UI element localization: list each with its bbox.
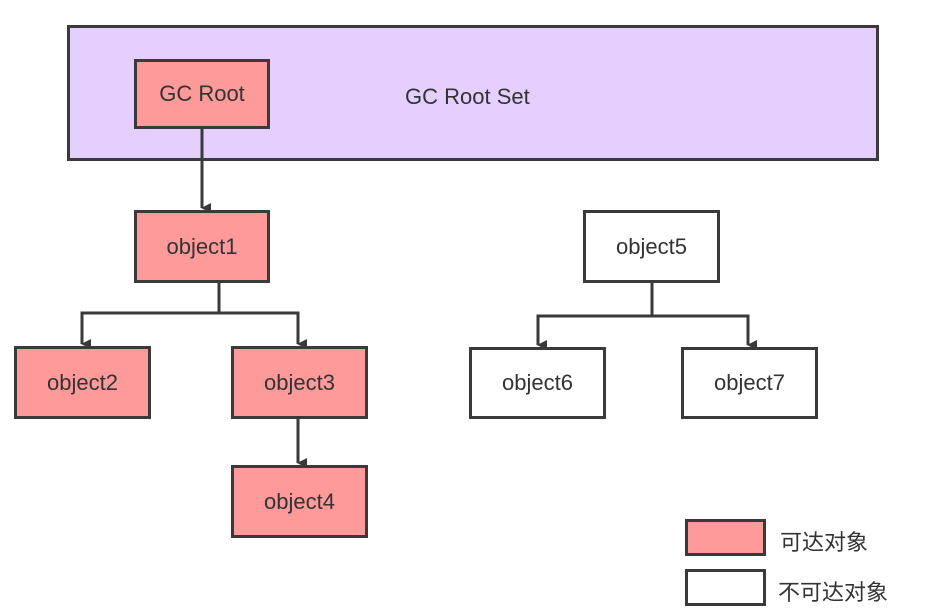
edge-object1-branch (80, 282, 221, 349)
gc-root-set-label: GC Root Set (405, 84, 530, 109)
node-object4: object4 (231, 465, 368, 538)
node-object5-label: object5 (616, 233, 687, 259)
node-object1-label: object1 (166, 233, 238, 259)
node-object7-label: object7 (714, 370, 785, 395)
node-object6-label: object6 (502, 370, 573, 395)
node-object2: object2 (14, 346, 151, 419)
legend-reachable-label: 可达对象 (780, 531, 869, 556)
legend-unreachable-swatch (685, 569, 766, 606)
node-object1: object1 (134, 210, 270, 283)
node-object7: object7 (681, 347, 818, 419)
node-object3: object3 (231, 346, 368, 419)
node-object2-label: object2 (47, 369, 118, 395)
node-gc-root-label: GC Root (159, 81, 245, 106)
node-gc-root: GC Root (134, 59, 270, 129)
node-object4-label: object4 (264, 488, 335, 514)
legend-reachable-swatch (685, 519, 766, 556)
node-object5: object5 (583, 210, 720, 283)
node-object3-label: object3 (264, 369, 335, 395)
node-object6: object6 (469, 347, 606, 419)
edge-object5-object6 (536, 282, 654, 350)
legend-unreachable-label: 不可达对象 (778, 581, 889, 606)
edge-object1-object3 (219, 311, 307, 349)
edge-object5-object7 (652, 314, 757, 350)
